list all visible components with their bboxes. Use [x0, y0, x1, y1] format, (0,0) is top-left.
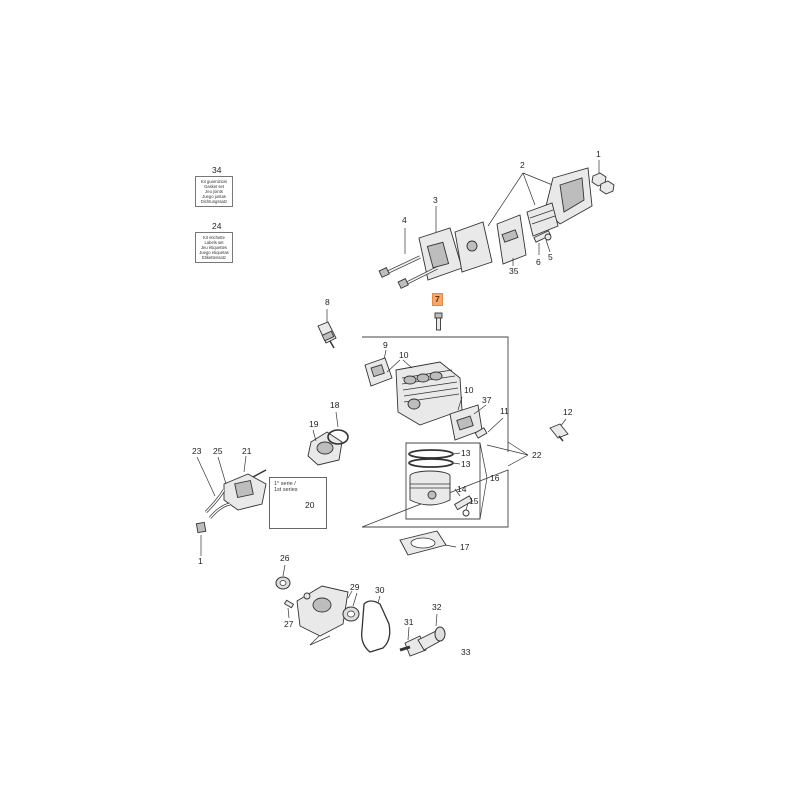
kit-gaskets-line-4: Juego juntas: [202, 194, 226, 199]
kit-labels-line-4: Juego etiquetas: [199, 250, 229, 255]
callout-33[interactable]: 33: [461, 647, 471, 657]
callout-24[interactable]: 24: [212, 221, 222, 231]
callout-10-left[interactable]: 10: [399, 350, 409, 360]
callout-22[interactable]: 22: [532, 450, 542, 460]
callout-27[interactable]: 27: [284, 619, 294, 629]
kit-gaskets-box: Kit guarnizioni Gasket set Jeu joints Ju…: [195, 176, 233, 207]
callout-9[interactable]: 9: [383, 340, 388, 350]
callout-25[interactable]: 25: [213, 446, 223, 456]
callout-18[interactable]: 18: [330, 400, 340, 410]
part-18-clamp: [327, 411, 349, 445]
part-14-piston-pin: [453, 488, 473, 511]
callout-4[interactable]: 4: [402, 215, 407, 225]
part-crankcase: [296, 585, 353, 646]
part-26-oil-seal: [275, 564, 291, 590]
callout-11[interactable]: 11: [500, 406, 509, 416]
callout-5[interactable]: 5: [548, 252, 553, 262]
part-7-screw: [434, 312, 443, 331]
callout-13-upper[interactable]: 13: [461, 448, 471, 458]
part-piston: [409, 470, 451, 506]
callout-29[interactable]: 29: [350, 582, 360, 592]
part-9-intake-gasket: [364, 349, 401, 387]
part-17-base-gasket: [399, 530, 457, 556]
part-21-carburetor: [196, 455, 267, 511]
callout-30[interactable]: 30: [375, 585, 385, 595]
first-series-text: 1° serie / 1st series: [274, 481, 298, 493]
callout-20[interactable]: 20: [305, 500, 315, 510]
part-29-oil-seal: [342, 592, 360, 622]
part-2-air-filter: [487, 167, 593, 237]
part-30-crankcase-gasket: [361, 595, 391, 653]
part-15-circlip: [462, 502, 470, 517]
kit-labels-line-1: Kit etichette: [203, 235, 225, 240]
callout-35[interactable]: 35: [509, 266, 519, 276]
first-series-line-2: 1st series: [274, 487, 298, 493]
callout-6[interactable]: 6: [536, 257, 541, 267]
part-37-exhaust-gasket: [449, 396, 504, 441]
part-3-filter-base: [418, 206, 493, 281]
callout-19[interactable]: 19: [309, 419, 319, 429]
first-series-line-1: 1° serie /: [274, 481, 296, 487]
callout-7-highlighted[interactable]: 7: [432, 293, 443, 306]
callout-26[interactable]: 26: [280, 553, 290, 563]
kit-gaskets-line-2: Gasket set: [203, 184, 224, 189]
part-1-nuts: [591, 160, 615, 195]
part-32-bearing: [434, 613, 446, 642]
kit-labels-line-3: Jeu étiquettes: [200, 245, 228, 250]
callout-13-lower[interactable]: 13: [461, 459, 471, 469]
callout-37[interactable]: 37: [482, 395, 492, 405]
first-series-box: 1° serie / 1st series: [269, 477, 327, 529]
part-19-intake-manifold: [307, 429, 343, 466]
callout-31[interactable]: 31: [404, 617, 414, 627]
part-8-spark-plug: [317, 309, 337, 349]
kit-labels-box: Kit etichette Labels set Jeu étiquettes …: [195, 232, 233, 263]
callout-8[interactable]: 8: [325, 297, 330, 307]
part-13-piston-rings: [408, 449, 461, 468]
part-4-bolts: [378, 228, 438, 289]
callout-32[interactable]: 32: [432, 602, 442, 612]
callout-12[interactable]: 12: [563, 407, 573, 417]
callout-10-right[interactable]: 10: [464, 385, 474, 395]
kit-gaskets-line-3: Jeu joints: [205, 189, 223, 194]
kit-gaskets-line-1: Kit guarnizioni: [200, 179, 228, 184]
callout-21[interactable]: 21: [242, 446, 252, 456]
kit-labels-line-2: Labels set: [204, 240, 224, 245]
callout-16[interactable]: 16: [490, 473, 500, 483]
callout-17[interactable]: 17: [460, 542, 470, 552]
callout-15[interactable]: 15: [469, 496, 479, 506]
callout-14[interactable]: 14: [457, 484, 467, 494]
part-23-fuel-hose: [205, 489, 231, 519]
callout-34[interactable]: 34: [212, 165, 222, 175]
callout-1-top[interactable]: 1: [596, 149, 601, 159]
kit-labels-line-5: Etikettensatz: [202, 255, 226, 260]
kit-gaskets-line-5: Dichtungssatz: [200, 199, 228, 204]
part-12-decompression-valve: [549, 418, 569, 442]
callout-23[interactable]: 23: [192, 446, 202, 456]
callout-1-bottom[interactable]: 1: [198, 556, 203, 566]
part-1-fitting-bottom: [195, 521, 207, 556]
part-35-gasket: [496, 214, 552, 266]
callout-3[interactable]: 3: [433, 195, 438, 205]
part-27-pin: [283, 599, 295, 619]
callout-2[interactable]: 2: [520, 160, 525, 170]
